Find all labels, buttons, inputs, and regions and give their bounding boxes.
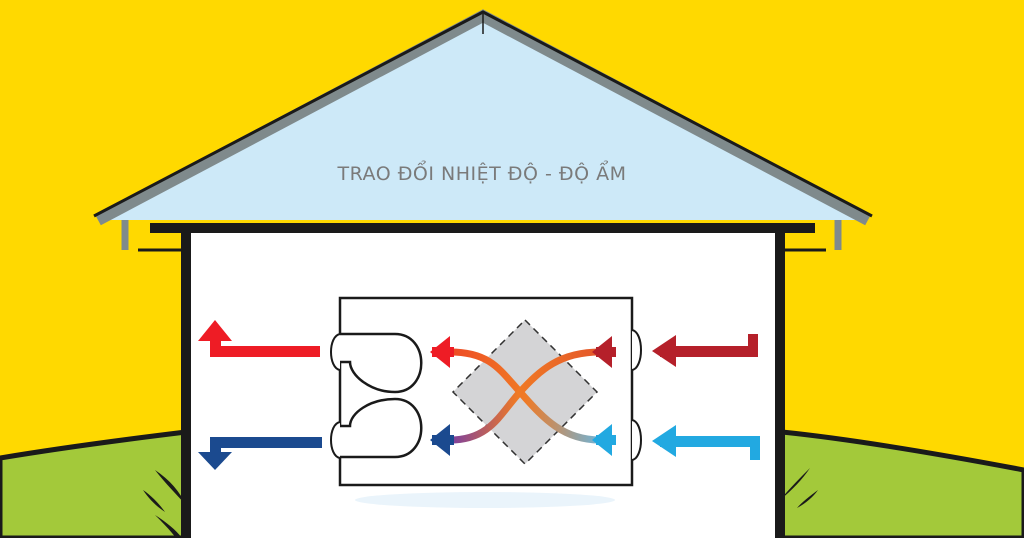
arrow-intake-cool-in [652, 425, 760, 460]
duct-cap-right-top [631, 329, 642, 371]
inner-arrow-cool-in [592, 424, 616, 456]
grass-blades-left [143, 470, 186, 538]
inner-arrow-warm-in [592, 336, 616, 368]
inner-arrow-cool-out [430, 424, 454, 456]
roof-outline [93, 10, 873, 218]
inner-arrow-warm-out [430, 336, 454, 368]
grass-blades-right [780, 468, 818, 508]
duct-cap-left-top [330, 333, 341, 371]
duct-cap-right-bottom [631, 419, 642, 461]
duct-cap-left-bottom [330, 421, 341, 459]
diagram-title: TRAO ĐỔI NHIỆT ĐỘ - ĐỘ ẨM [337, 159, 627, 185]
arrow-exhaust-warm-out [198, 320, 320, 357]
arrow-exhaust-cool-out [198, 437, 322, 470]
exhaust-fan [340, 397, 423, 459]
supply-fan [340, 332, 423, 394]
arrow-intake-warm-in [652, 334, 758, 367]
roof [98, 16, 868, 220]
flow-cool-crossing [449, 348, 601, 444]
unit-shadow [355, 492, 615, 508]
